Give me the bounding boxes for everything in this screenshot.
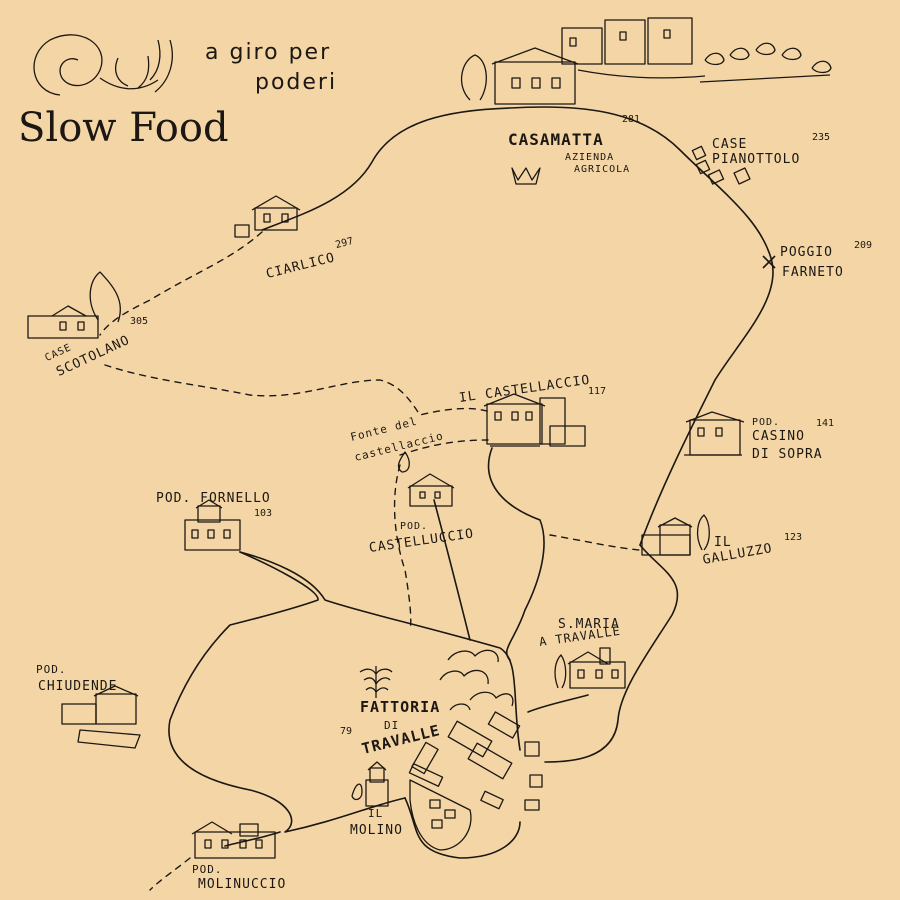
fattoria-complex-icon bbox=[408, 649, 543, 851]
fonte-water-drop-icon bbox=[397, 451, 410, 473]
casamatta-sub2: AGRICOLA bbox=[574, 164, 631, 175]
case-scotolano-elevation: 305 bbox=[130, 316, 149, 327]
s-maria-travalle-icon bbox=[554, 647, 626, 689]
road-castellaccio-fattoria bbox=[487, 447, 545, 661]
pod-casino-sopra-icon bbox=[684, 411, 745, 456]
hill-town-drawing-icon bbox=[460, 17, 832, 105]
casamatta-crown-icon bbox=[511, 167, 541, 185]
fattoria-tree-icon bbox=[359, 666, 393, 698]
fattoria-line1: FATTORIA bbox=[360, 698, 441, 716]
case-pianottolo-icon bbox=[691, 145, 751, 185]
road-lower-loop bbox=[239, 551, 521, 751]
pod-fornello-icon bbox=[184, 499, 241, 551]
pod-casino-elevation: 141 bbox=[816, 418, 835, 429]
fattoria-elevation: 79 bbox=[340, 726, 353, 737]
fattoria-line2: DI bbox=[384, 719, 400, 732]
tagline-line1: a giro per bbox=[205, 40, 332, 65]
casamatta-elevation: 281 bbox=[622, 114, 641, 125]
casamatta-sub1: AZIENDA bbox=[565, 152, 615, 163]
il-castellaccio-icon bbox=[483, 393, 586, 447]
pod-molinuccio-icon bbox=[191, 821, 276, 859]
il-molino-icon bbox=[351, 761, 389, 807]
road-maria bbox=[527, 694, 589, 713]
pod-molinuccio-line1: POD. bbox=[192, 863, 223, 876]
brand-title: Slow Food bbox=[18, 105, 229, 151]
road-galluzzo-south bbox=[544, 544, 679, 763]
snail-logo-icon bbox=[33, 34, 173, 96]
pod-fornello-label: POD. FORNELLO bbox=[156, 491, 271, 506]
pod-casino-line3: DI SOPRA bbox=[752, 447, 823, 462]
case-pianottolo-elevation: 235 bbox=[812, 132, 831, 143]
path-castellaccio-galluzzo bbox=[549, 534, 641, 551]
ciarlico-house-icon bbox=[234, 195, 301, 238]
path-molinuccio-south bbox=[149, 857, 191, 891]
case-pianottolo-line2: PIANOTTOLO bbox=[712, 152, 801, 167]
pod-fornello-elevation: 103 bbox=[254, 508, 273, 519]
il-molino-line2: MOLINO bbox=[350, 823, 403, 838]
il-galluzzo-elevation: 123 bbox=[784, 532, 803, 543]
case-scotolano-icon bbox=[27, 271, 121, 339]
road-castelluccio-fattoria bbox=[433, 499, 471, 641]
pod-castelluccio-line1: POD. bbox=[400, 521, 429, 532]
poggio-farneto-elevation: 209 bbox=[854, 240, 873, 251]
pod-casino-line2: CASINO bbox=[752, 429, 805, 444]
pod-chiudende-icon bbox=[61, 685, 141, 749]
poggio-farneto-line1: POGGIO bbox=[780, 245, 833, 260]
casamatta-label: CASAMATTA bbox=[508, 130, 604, 149]
road-ciarlico-casamatta bbox=[261, 106, 774, 546]
pod-molinuccio-line2: MOLINUCCIO bbox=[198, 877, 287, 892]
pod-casino-line1: POD. bbox=[752, 417, 781, 428]
il-molino-line1: IL bbox=[368, 807, 384, 820]
pod-chiudende-line2: CHIUDENDE bbox=[38, 679, 118, 694]
il-castellaccio-elevation: 117 bbox=[588, 386, 607, 397]
il-galluzzo-icon bbox=[641, 514, 710, 556]
road-west-loop bbox=[168, 551, 406, 833]
poggio-farneto-marker-icon bbox=[762, 255, 776, 269]
tagline-line2: poderi bbox=[255, 70, 338, 95]
poggio-farneto-line2: FARNETO bbox=[782, 265, 844, 280]
road-molino-south bbox=[404, 797, 521, 859]
il-galluzzo-line1: IL bbox=[714, 535, 732, 550]
pod-castelluccio-icon bbox=[407, 473, 455, 507]
pod-chiudende-line1: POD. bbox=[36, 663, 67, 676]
path-fonte-down bbox=[393, 464, 412, 631]
case-pianottolo-line1: CASE bbox=[712, 137, 748, 152]
path-ciarlico-scotolano bbox=[99, 231, 263, 336]
s-maria-line1: S.MARIA bbox=[558, 617, 620, 632]
